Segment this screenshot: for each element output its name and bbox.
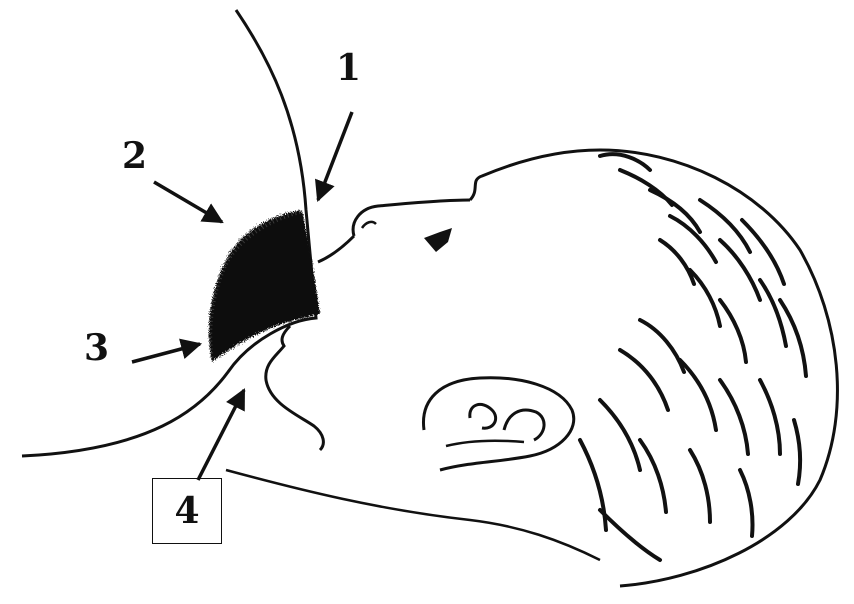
baby-head-top (470, 150, 837, 586)
baby-neck-line (226, 470, 600, 560)
arrow-1 (318, 112, 352, 200)
label-4-boxed: 4 (152, 478, 222, 544)
label-2: 2 (122, 138, 147, 174)
arrow-4 (198, 390, 244, 480)
baby-lower-lip (266, 326, 324, 450)
arrow-2 (154, 182, 222, 222)
baby-eye (424, 228, 452, 252)
baby-ear (423, 378, 573, 470)
baby-nose (353, 200, 470, 236)
label-1: 1 (336, 50, 361, 86)
label-3: 3 (84, 330, 109, 366)
baby-upper-lip (318, 236, 354, 262)
arrow-3 (132, 344, 200, 362)
